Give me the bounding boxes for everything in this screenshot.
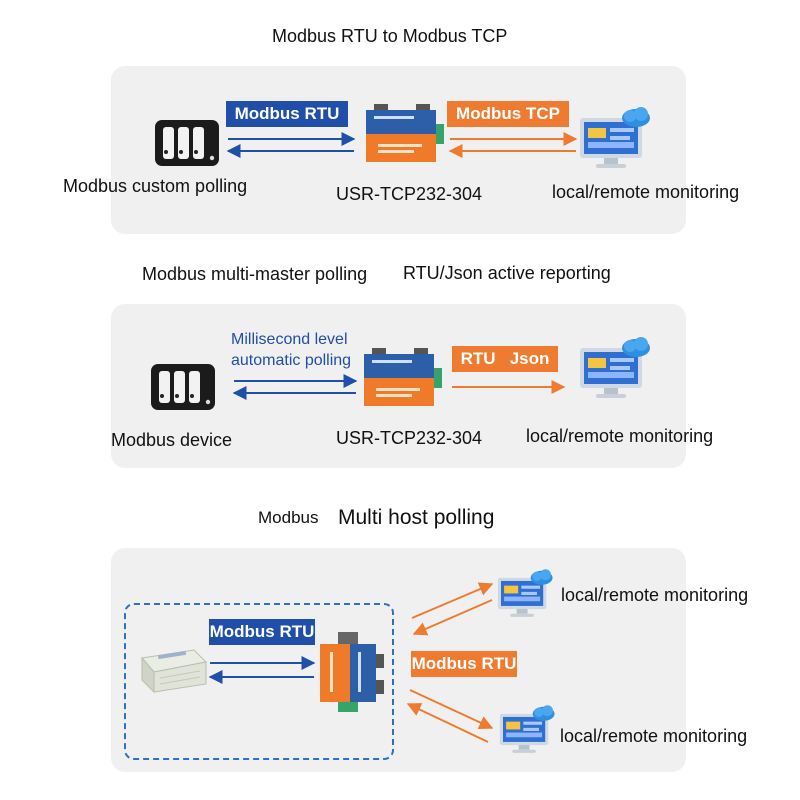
- section2-tag-rtu-json: RTU Json: [452, 346, 558, 372]
- section1-device-label: USR-TCP232-304: [336, 184, 483, 204]
- section1-left-label: Modbus custom polling: [63, 176, 248, 196]
- section3-tag-modbus-rtu: Modbus RTU: [209, 619, 315, 645]
- section3-top-label: local/remote monitoring: [561, 585, 749, 605]
- section3-panel: [111, 548, 686, 772]
- monitor-cloud-icon: [499, 705, 555, 753]
- section2-note-line2: automatic polling: [231, 352, 352, 369]
- section1-tag-modbus-tcp: Modbus TCP: [447, 101, 569, 127]
- section2-right-label: local/remote monitoring: [526, 426, 714, 446]
- server-rack-icon: [151, 364, 215, 410]
- section3-orange-arrows-bottom: [406, 689, 494, 743]
- section2-note-line1: Millisecond level: [231, 331, 348, 348]
- converter-device-icon: [320, 632, 384, 712]
- server-rack-icon: [155, 120, 219, 166]
- section2-left-label: Modbus device: [111, 430, 233, 450]
- monitor-cloud-icon: [580, 107, 650, 168]
- section1-right-label: local/remote monitoring: [552, 182, 740, 202]
- section3-title-big: Multi host polling: [338, 506, 495, 529]
- section2-device-label: USR-TCP232-304: [336, 428, 483, 448]
- section1-orange-arrows: [448, 132, 578, 158]
- section1-tag-modbus-rtu: Modbus RTU: [226, 101, 348, 127]
- section2-title-left: Modbus multi-master polling: [142, 264, 368, 284]
- section2-blue-arrows: [232, 374, 358, 400]
- section1-blue-arrows: [226, 132, 356, 158]
- monitor-cloud-icon: [497, 569, 553, 617]
- section1-title: Modbus RTU to Modbus TCP: [272, 26, 508, 46]
- section3-bottom-label: local/remote monitoring: [560, 726, 748, 746]
- converter-device-icon: [366, 104, 444, 162]
- section3-dashed-group: [124, 603, 394, 760]
- section2-title-right: RTU/Json active reporting: [403, 263, 611, 283]
- section3-blue-arrows: [208, 656, 316, 684]
- printer-device-icon: [141, 649, 208, 694]
- converter-device-icon: [364, 348, 442, 406]
- section3-title-small: Modbus: [258, 508, 319, 527]
- section3-tag-modbus-rtu-right: Modbus RTU: [411, 651, 517, 677]
- section2-orange-arrow: [452, 380, 566, 394]
- section3-orange-arrows-top: [411, 582, 494, 636]
- monitor-cloud-icon: [580, 337, 650, 398]
